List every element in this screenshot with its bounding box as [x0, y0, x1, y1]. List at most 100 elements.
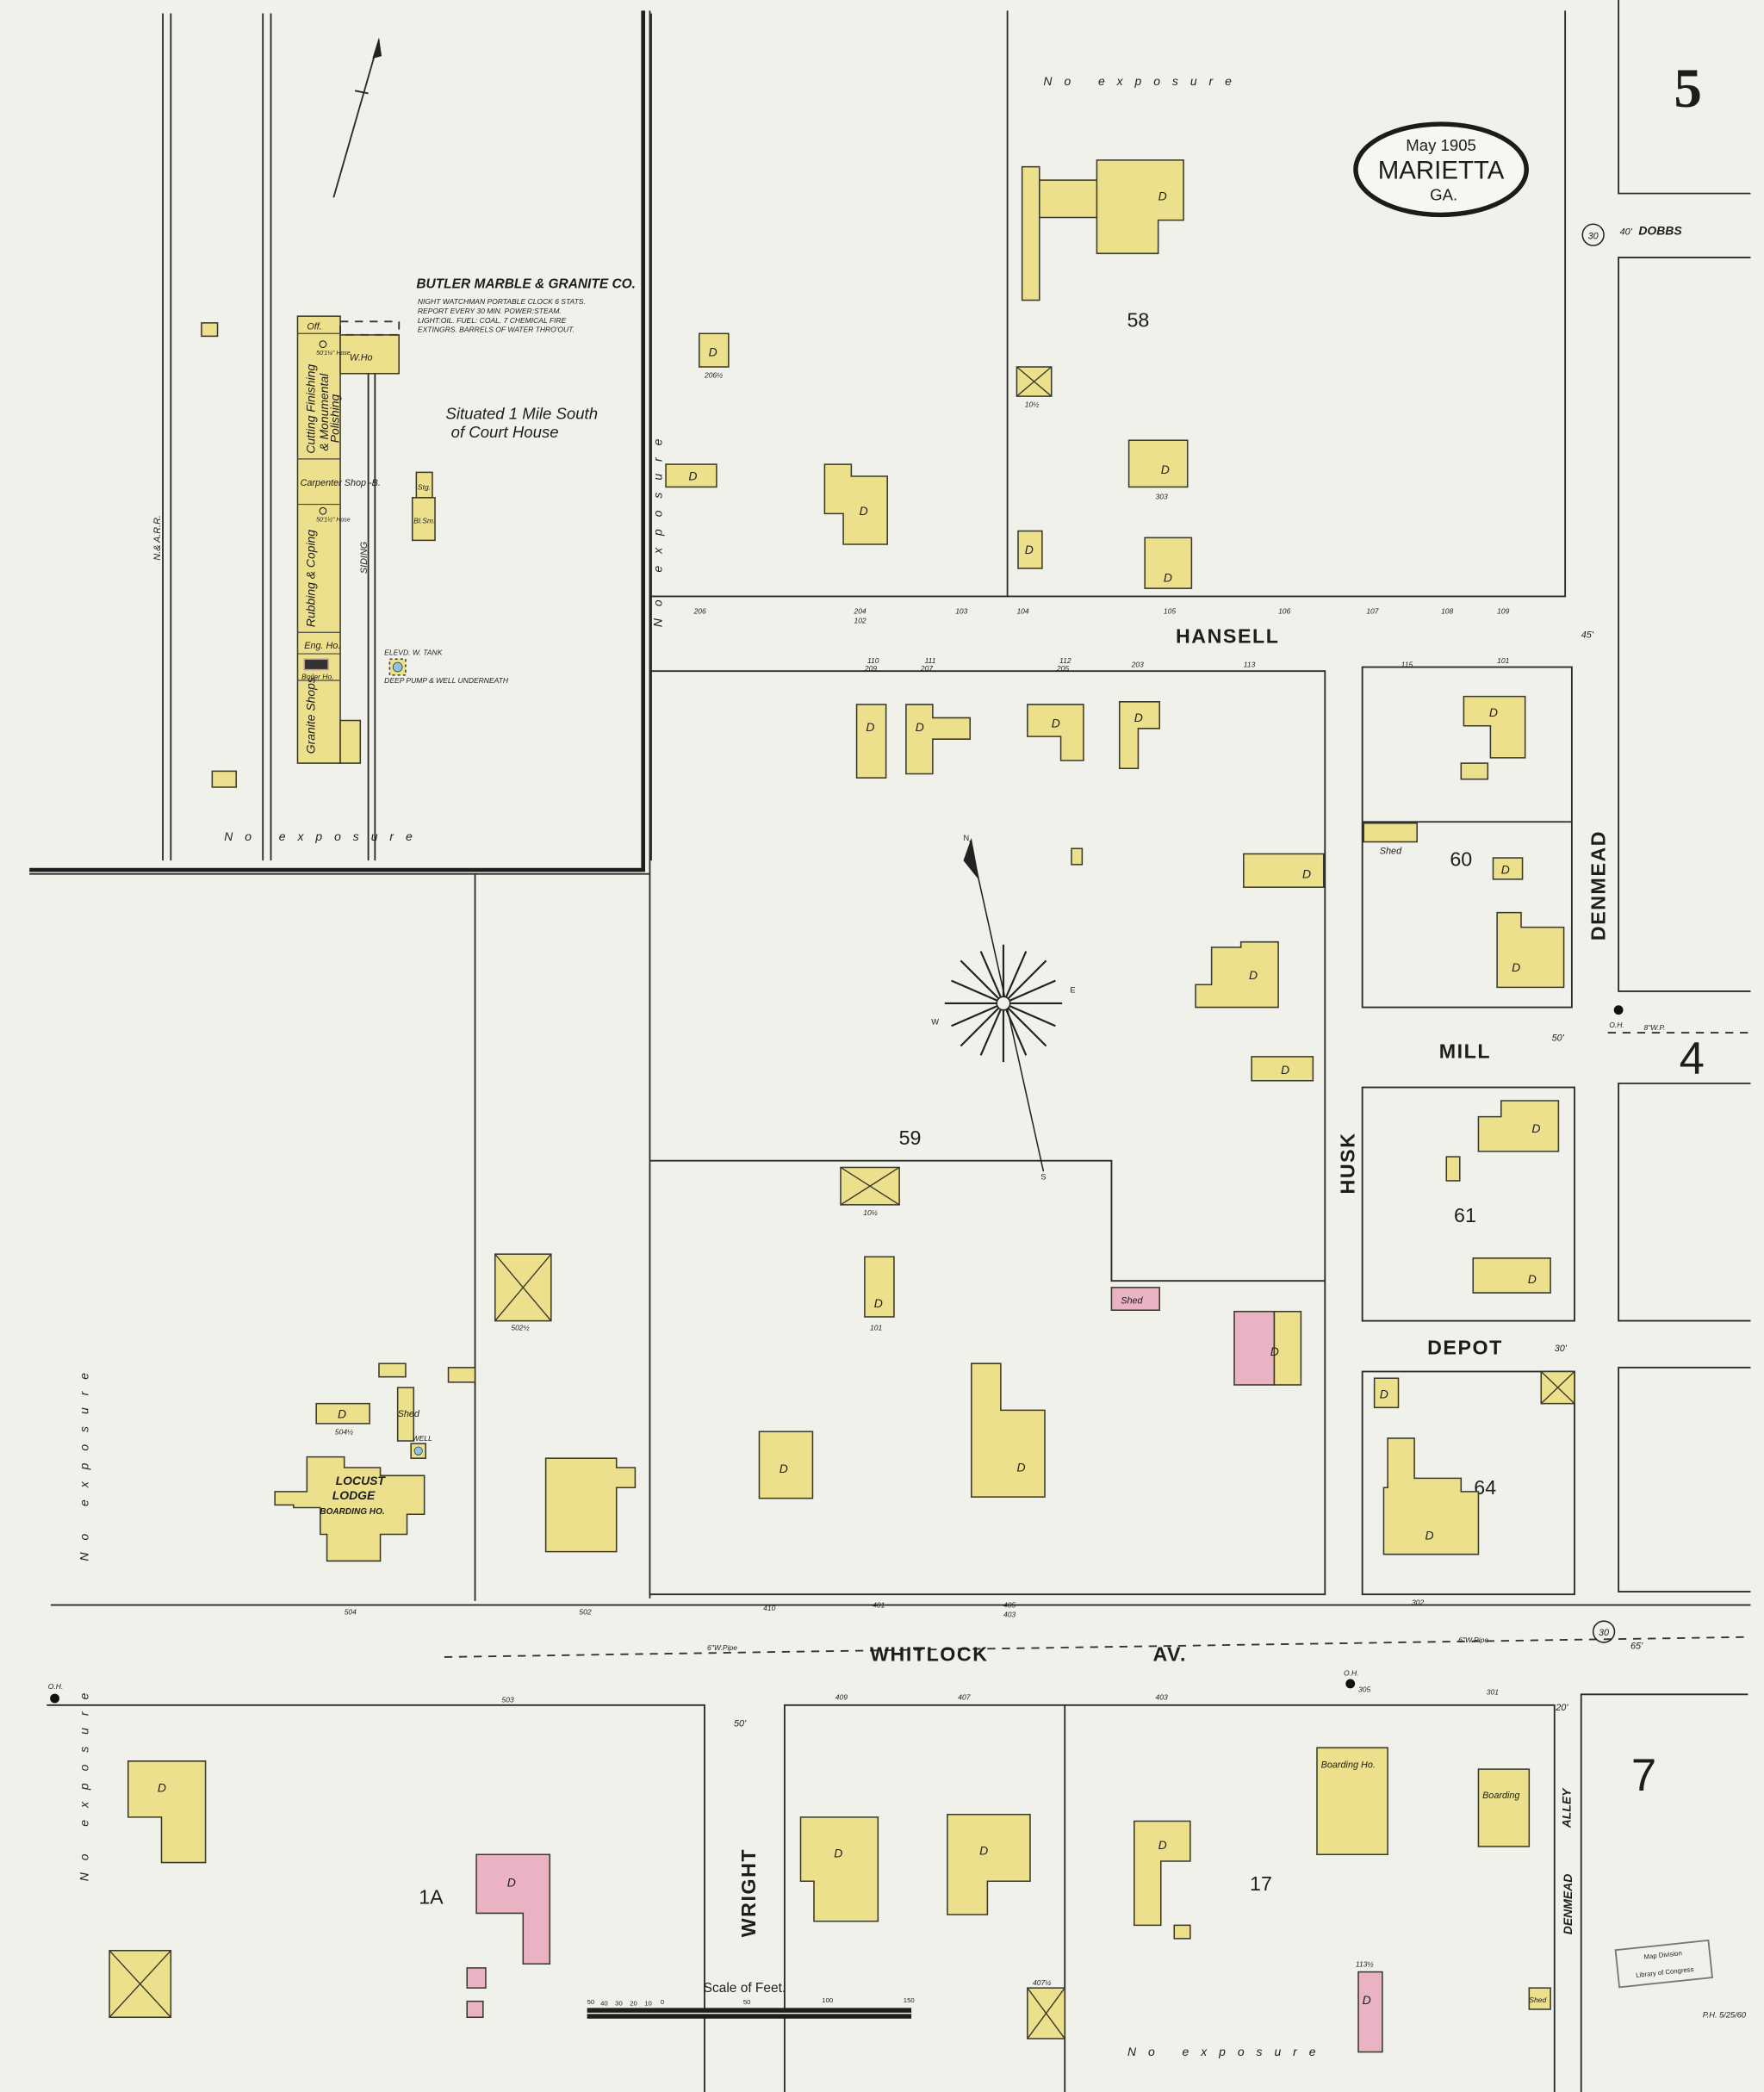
dwelling	[1243, 853, 1325, 888]
outbuilding	[1016, 366, 1053, 397]
oh-label: O.H.	[48, 1682, 64, 1691]
block-number: 17	[1250, 1872, 1272, 1895]
hydrant-icon	[1592, 1620, 1616, 1643]
lamp-icon	[50, 1693, 59, 1704]
block-outlines	[29, 0, 1751, 2092]
outbuilding	[1540, 1370, 1575, 1405]
house-number: 111	[925, 656, 936, 665]
scale-tick: 50	[743, 1998, 751, 2006]
hydrant-size: 30	[1599, 1628, 1609, 1638]
locust-lodge-label: LOCUST	[336, 1474, 387, 1487]
small-building	[211, 770, 238, 788]
scale-tick: 30	[615, 1999, 623, 2007]
dwelling	[1039, 179, 1101, 219]
dwelling-label: D	[1270, 1344, 1279, 1358]
exposure-note: No exposure	[77, 1361, 90, 1561]
dwelling-label: D	[1380, 1387, 1388, 1400]
house-number: 305	[1358, 1685, 1370, 1693]
boarding-label: Boarding	[1482, 1791, 1519, 1801]
engine-house-label: Eng. Ho.	[304, 641, 340, 651]
water-tank-note: DEEP PUMP & WELL UNDERNEATH	[384, 676, 509, 685]
adjacent-sheet-7: 7	[1631, 1750, 1656, 1801]
scale-tick: 10	[644, 1999, 652, 2007]
house-number: 109	[1497, 607, 1509, 616]
outbuilding	[1460, 762, 1489, 780]
inset-border	[29, 10, 646, 872]
house-number: 502	[579, 1607, 591, 1616]
dwelling-label: D	[916, 720, 924, 734]
brick-outbuilding	[466, 1967, 487, 1989]
outbuilding	[378, 1363, 407, 1378]
house-number: 203	[1131, 661, 1144, 669]
dwelling	[823, 463, 888, 545]
title-state: GA.	[1430, 185, 1457, 203]
dwelling	[1251, 1056, 1314, 1082]
house-number: 115	[1401, 661, 1413, 669]
railroad-label: N.& A.R.R.	[152, 515, 163, 561]
scale-tick: 0	[661, 1998, 664, 2006]
inset-note-line: LIGHT:OIL. FUEL: COAL. 7 CHEMICAL FIRE	[418, 316, 567, 325]
shed-label: Shed	[1380, 846, 1402, 856]
warehouse-label: W.Ho	[350, 352, 373, 363]
carpenter-label: Carpenter Shop -B.	[301, 478, 381, 488]
block-number: 1A	[419, 1886, 444, 1909]
dwelling-label: D	[1158, 1838, 1167, 1852]
house-number: 204	[853, 607, 866, 616]
pipe-label: 6"W.Pipe	[1458, 1636, 1488, 1644]
oh-label: O.H.	[1609, 1021, 1624, 1029]
pipe-label: 8"W.P.	[1644, 1023, 1666, 1032]
scale-tick: 40	[600, 1999, 608, 2007]
compass-e: E	[1070, 986, 1075, 995]
dwelling	[1273, 1310, 1302, 1386]
hose-label: 50'1½" Hose	[316, 517, 351, 524]
dwelling	[698, 332, 730, 368]
dwelling-label: D	[866, 720, 874, 734]
width-denmead: 20'	[1555, 1703, 1568, 1713]
siding-label: SIDING	[359, 542, 370, 574]
dwelling	[1496, 911, 1565, 989]
dwelling-label: D	[860, 504, 868, 518]
exposure-note: No exposure	[77, 1681, 90, 1881]
house-number: 407½	[1033, 1978, 1051, 1987]
house-number: 101	[870, 1323, 882, 1332]
dwelling	[758, 1431, 814, 1499]
dwelling	[1195, 940, 1279, 1009]
house-number: 113	[1244, 661, 1256, 669]
dwelling-label: D	[1052, 716, 1060, 729]
dwelling-label: D	[1016, 1461, 1025, 1474]
dwelling	[1027, 704, 1084, 761]
hose-reel-icon	[319, 506, 327, 515]
house-number: 504½	[335, 1427, 353, 1436]
house-number: 10½	[1025, 400, 1040, 408]
water-tank-icon	[392, 661, 403, 673]
buildings: D 10½ D 303 D D D 206½ D D D D D D D D D…	[109, 159, 1575, 2053]
street-denmead: DENMEAD	[1587, 830, 1610, 940]
monumental-label: & Monumental	[317, 373, 331, 451]
house-number: 209	[864, 664, 877, 673]
street-whitlock: WHITLOCK	[870, 1643, 988, 1666]
dwelling-label: D	[1512, 960, 1520, 974]
house-number: 407	[958, 1693, 970, 1702]
street-mill: MILL	[1439, 1040, 1491, 1062]
dwelling-label: D	[1134, 711, 1143, 724]
dwelling	[971, 1363, 1046, 1498]
inset-note-line: REPORT EVERY 30 MIN. POWER:STEAM.	[418, 307, 562, 315]
inset-note-line: EXTINGRS. BARRELS OF WATER THRO'OUT.	[418, 326, 575, 334]
cutting-label: Cutting Finishing	[304, 364, 318, 454]
outbuilding	[1173, 1924, 1191, 1940]
house-number: 401	[873, 1601, 885, 1610]
dwelling-label: D	[874, 1296, 883, 1310]
locust-lodge-label: LODGE	[332, 1488, 376, 1502]
granite-shops-wing	[339, 719, 362, 764]
house-number: 410	[763, 1604, 775, 1612]
dwelling-label: D	[1425, 1529, 1433, 1543]
dwelling	[665, 463, 717, 488]
north-arrow-icon	[332, 37, 382, 198]
block-number: 61	[1454, 1204, 1476, 1226]
block-number: 60	[1450, 847, 1472, 870]
scale-tick: 20	[630, 1999, 637, 2007]
street-whitlock-suffix: AV.	[1152, 1643, 1187, 1666]
shed-label: Shed	[1121, 1295, 1143, 1306]
house-number: 207	[920, 664, 933, 673]
